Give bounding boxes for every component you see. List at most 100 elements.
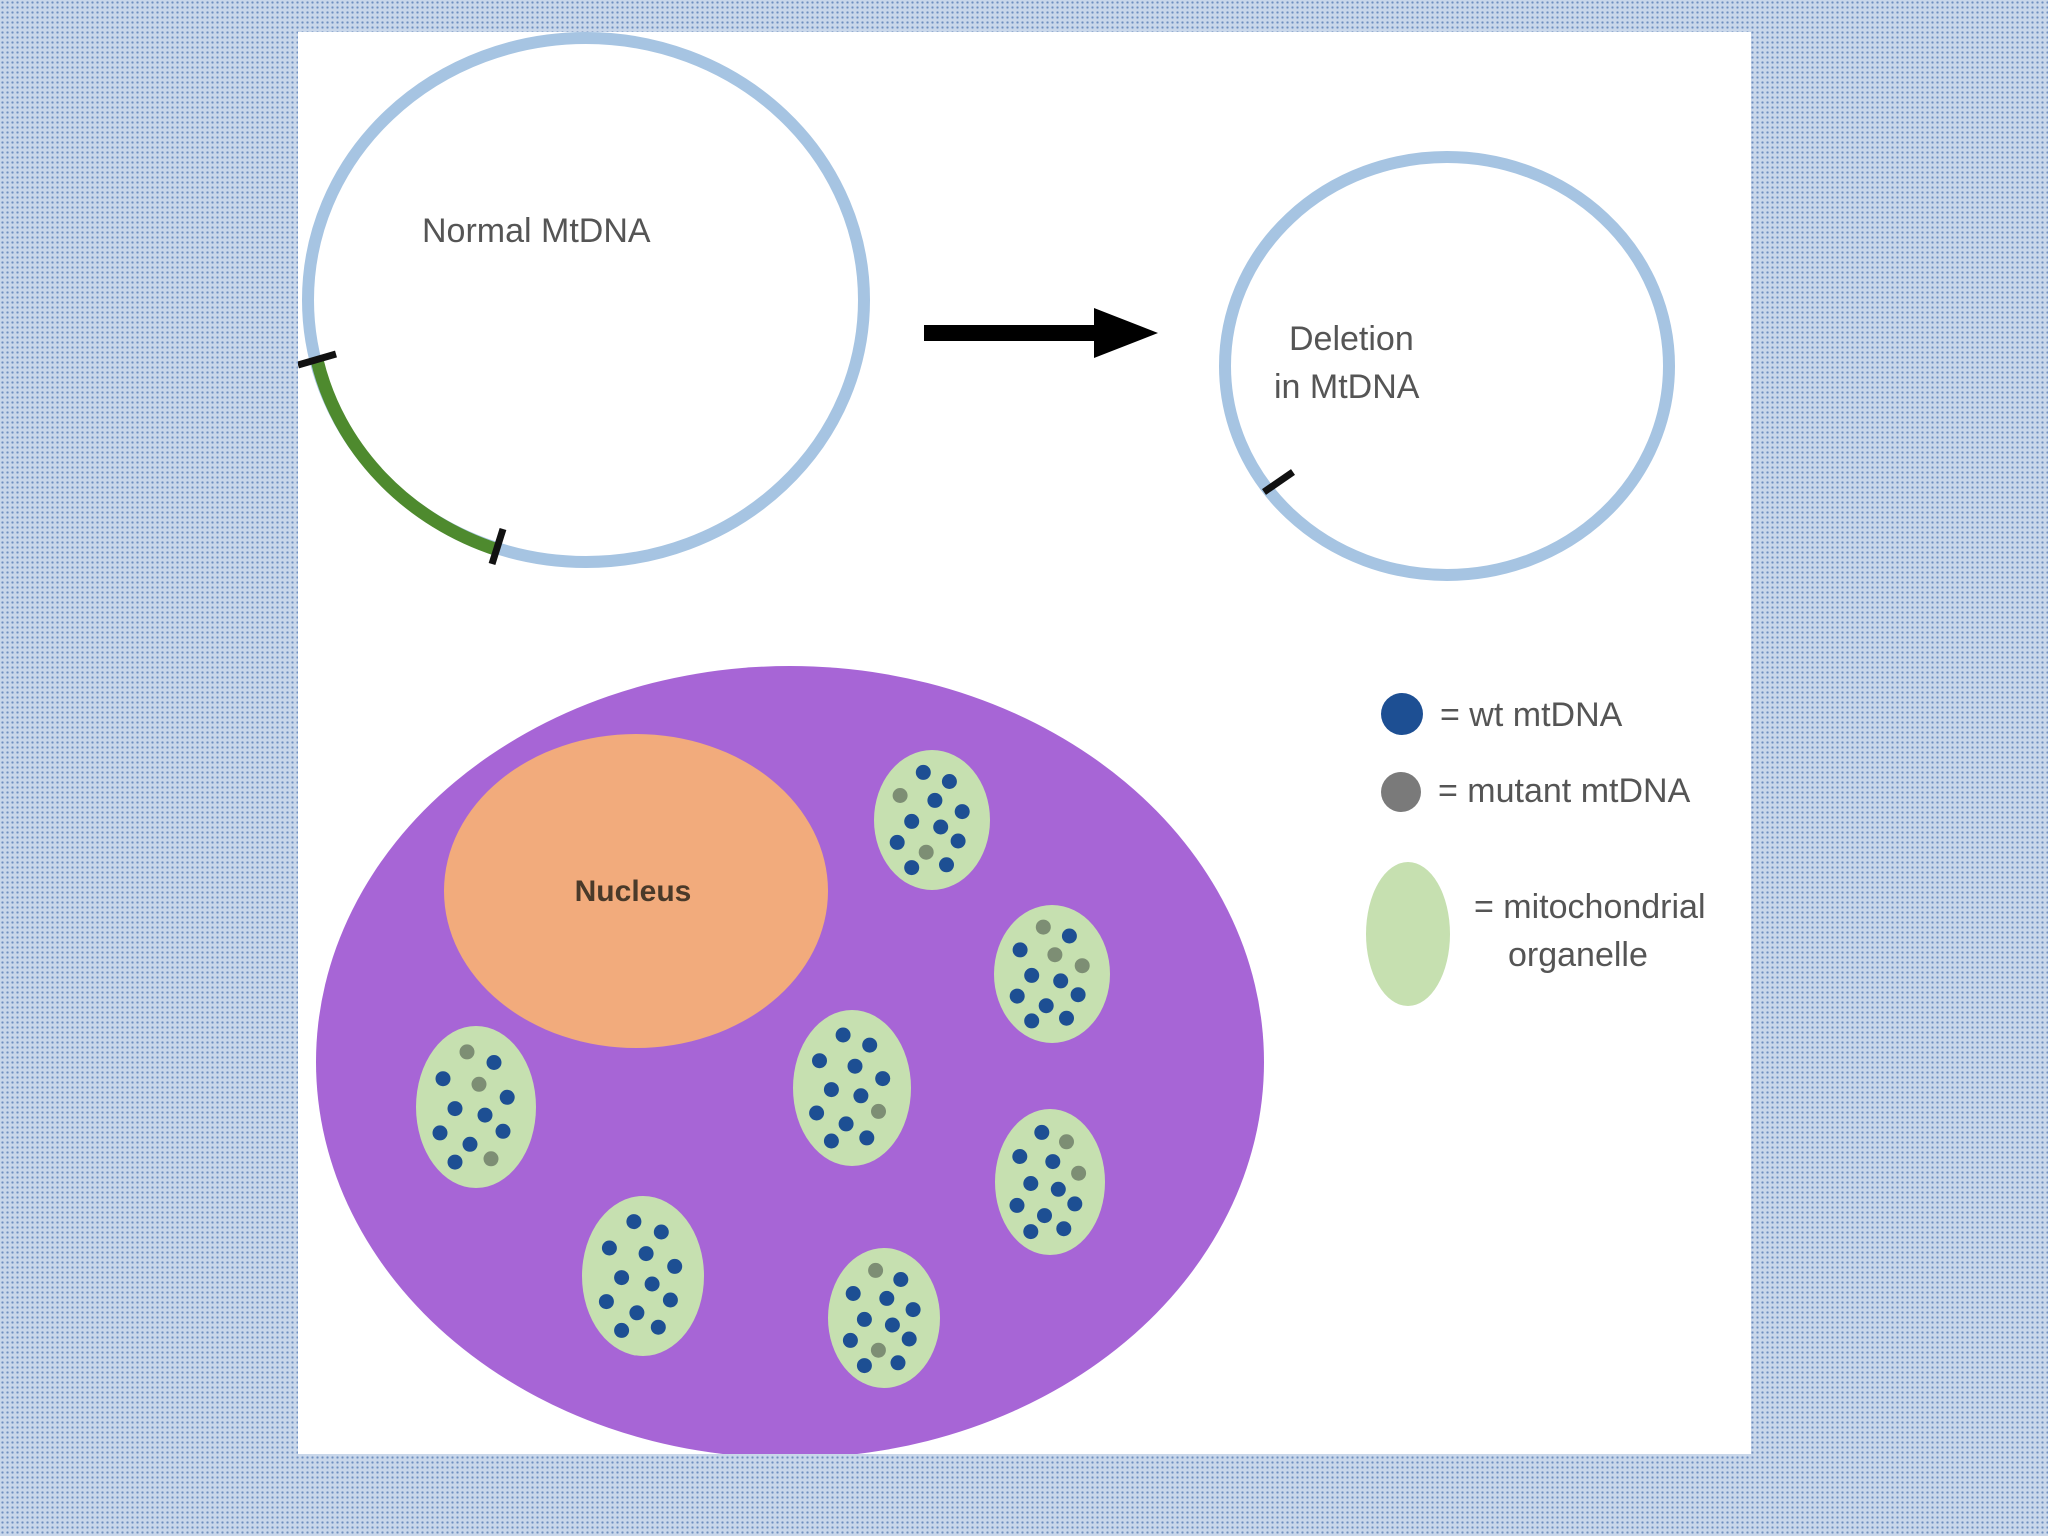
deleted-region-segment — [310, 358, 501, 557]
legend-mutant-dot — [1381, 772, 1421, 812]
wt-mtdna-dot — [842, 1332, 858, 1348]
wt-mtdna-dot — [638, 1246, 654, 1262]
wt-mtdna-dot — [879, 1290, 895, 1306]
normal-mtdna-ring — [302, 32, 870, 568]
wt-mtdna-dot — [875, 1071, 891, 1087]
wt-mtdna-dot — [598, 1294, 614, 1310]
wt-mtdna-dot — [495, 1123, 511, 1139]
wt-mtdna-dot — [845, 1286, 861, 1301]
wt-mtdna-dot — [904, 813, 920, 829]
legend-organelle-label: = mitochondrial — [1474, 888, 1706, 926]
wt-mtdna-dot — [1070, 987, 1086, 1003]
normal-mtdna-label: Normal MtDNA — [422, 212, 651, 250]
wt-mtdna-dot — [838, 1116, 854, 1132]
wt-mtdna-dot — [1024, 1013, 1040, 1029]
wt-mtdna-dot — [499, 1089, 515, 1105]
wt-mtdna-dot — [954, 804, 970, 820]
mitochondrion — [416, 1026, 536, 1188]
wt-mtdna-dot — [477, 1107, 493, 1123]
deletion-label: Deletion — [1289, 320, 1414, 358]
mutant-mtdna-dot — [1047, 947, 1063, 963]
wt-mtdna-dot — [432, 1125, 448, 1141]
wt-mtdna-dot — [601, 1240, 617, 1256]
nucleus — [444, 734, 828, 1048]
wt-mtdna-dot — [904, 860, 920, 876]
diagram-panel: Normal MtDNA Deletion in MtDNA Nucleus =… — [298, 32, 1751, 1454]
deletion-label: in MtDNA — [1274, 368, 1420, 406]
mutant-mtdna-dot — [892, 788, 908, 803]
wt-mtdna-dot — [889, 834, 905, 850]
wt-mtdna-dot — [1023, 1176, 1039, 1191]
wt-mtdna-dot — [1056, 1221, 1072, 1237]
wt-mtdna-dot — [859, 1130, 875, 1146]
mitochondrion — [793, 1010, 911, 1166]
wt-mtdna-dot — [893, 1272, 909, 1287]
wt-mtdna-dot — [653, 1224, 669, 1240]
mutant-mtdna-dot — [1071, 1165, 1087, 1181]
mutant-mtdna-dot — [483, 1151, 499, 1167]
mutant-mtdna-dot — [868, 1262, 884, 1278]
wt-mtdna-dot — [1059, 1010, 1074, 1026]
mitochondria-group — [416, 750, 1110, 1388]
legend: = wt mtDNA = mutant mtDNA = mitochondria… — [1366, 693, 1706, 1006]
wt-mtdna-dot — [915, 764, 931, 780]
mitochondrion — [874, 750, 990, 890]
deletion-breakpoint-marker — [488, 527, 507, 566]
legend-wt-label: = wt mtDNA — [1440, 696, 1623, 734]
wt-mtdna-dot — [629, 1305, 645, 1321]
mutant-mtdna-dot — [870, 1342, 886, 1358]
wt-mtdna-dot — [650, 1319, 666, 1335]
mitochondrion — [995, 1109, 1105, 1255]
wt-mtdna-dot — [853, 1088, 869, 1104]
legend-wt-dot — [1381, 693, 1423, 735]
wt-mtdna-dot — [1050, 1181, 1066, 1197]
mutant-mtdna-dot — [871, 1103, 886, 1119]
mutant-mtdna-dot — [1074, 958, 1090, 974]
wt-mtdna-dot — [447, 1154, 463, 1170]
wt-mtdna-dot — [486, 1055, 502, 1070]
deleted-mtdna-plasmid: Deletion in MtDNA — [1219, 151, 1675, 581]
wt-mtdna-dot — [835, 1027, 851, 1043]
wt-mtdna-dot — [1038, 998, 1054, 1014]
mitochondrion — [994, 905, 1110, 1043]
mitochondrion — [582, 1196, 704, 1356]
wt-mtdna-dot — [941, 774, 957, 789]
legend-organelle-label: organelle — [1508, 936, 1648, 974]
wt-mtdna-dot — [435, 1071, 451, 1087]
wt-mtdna-dot — [927, 792, 943, 808]
wt-mtdna-dot — [1009, 1197, 1025, 1213]
wt-mtdna-dot — [812, 1053, 827, 1069]
wt-mtdna-dot — [614, 1270, 630, 1286]
wt-mtdna-dot — [626, 1214, 642, 1230]
wt-mtdna-dot — [862, 1037, 878, 1053]
wt-mtdna-dot — [856, 1311, 872, 1327]
mutant-mtdna-dot — [918, 844, 934, 860]
mutant-mtdna-dot — [1035, 919, 1051, 935]
wt-mtdna-dot — [901, 1331, 917, 1347]
wt-mtdna-dot — [884, 1317, 900, 1333]
wt-mtdna-dot — [1037, 1208, 1052, 1224]
wt-mtdna-dot — [662, 1292, 678, 1308]
wt-mtdna-dot — [1053, 973, 1069, 989]
transition-arrow-icon — [924, 308, 1158, 358]
deletion-junction-marker — [1262, 469, 1295, 495]
wt-mtdna-dot — [939, 857, 954, 873]
mutant-mtdna-dot — [1059, 1134, 1074, 1150]
wt-mtdna-dot — [1024, 967, 1040, 983]
wt-mtdna-dot — [890, 1355, 906, 1371]
wt-mtdna-dot — [905, 1302, 921, 1318]
cell: Nucleus — [316, 666, 1264, 1454]
wt-mtdna-dot — [1061, 928, 1077, 944]
mutant-mtdna-dot — [471, 1076, 487, 1092]
wt-mtdna-dot — [823, 1082, 839, 1098]
mtdna-deletion-diagram: Normal MtDNA Deletion in MtDNA Nucleus =… — [298, 32, 1706, 1454]
wt-mtdna-dot — [1012, 942, 1028, 958]
wt-mtdna-dot — [823, 1133, 839, 1149]
wt-mtdna-dot — [1045, 1154, 1061, 1170]
wt-mtdna-dot — [1034, 1124, 1050, 1140]
legend-mutant-label: = mutant mtDNA — [1438, 772, 1691, 810]
nucleus-label: Nucleus — [575, 875, 692, 908]
wt-mtdna-dot — [1023, 1224, 1039, 1240]
wt-mtdna-dot — [614, 1322, 630, 1338]
mitochondrion — [828, 1248, 940, 1388]
